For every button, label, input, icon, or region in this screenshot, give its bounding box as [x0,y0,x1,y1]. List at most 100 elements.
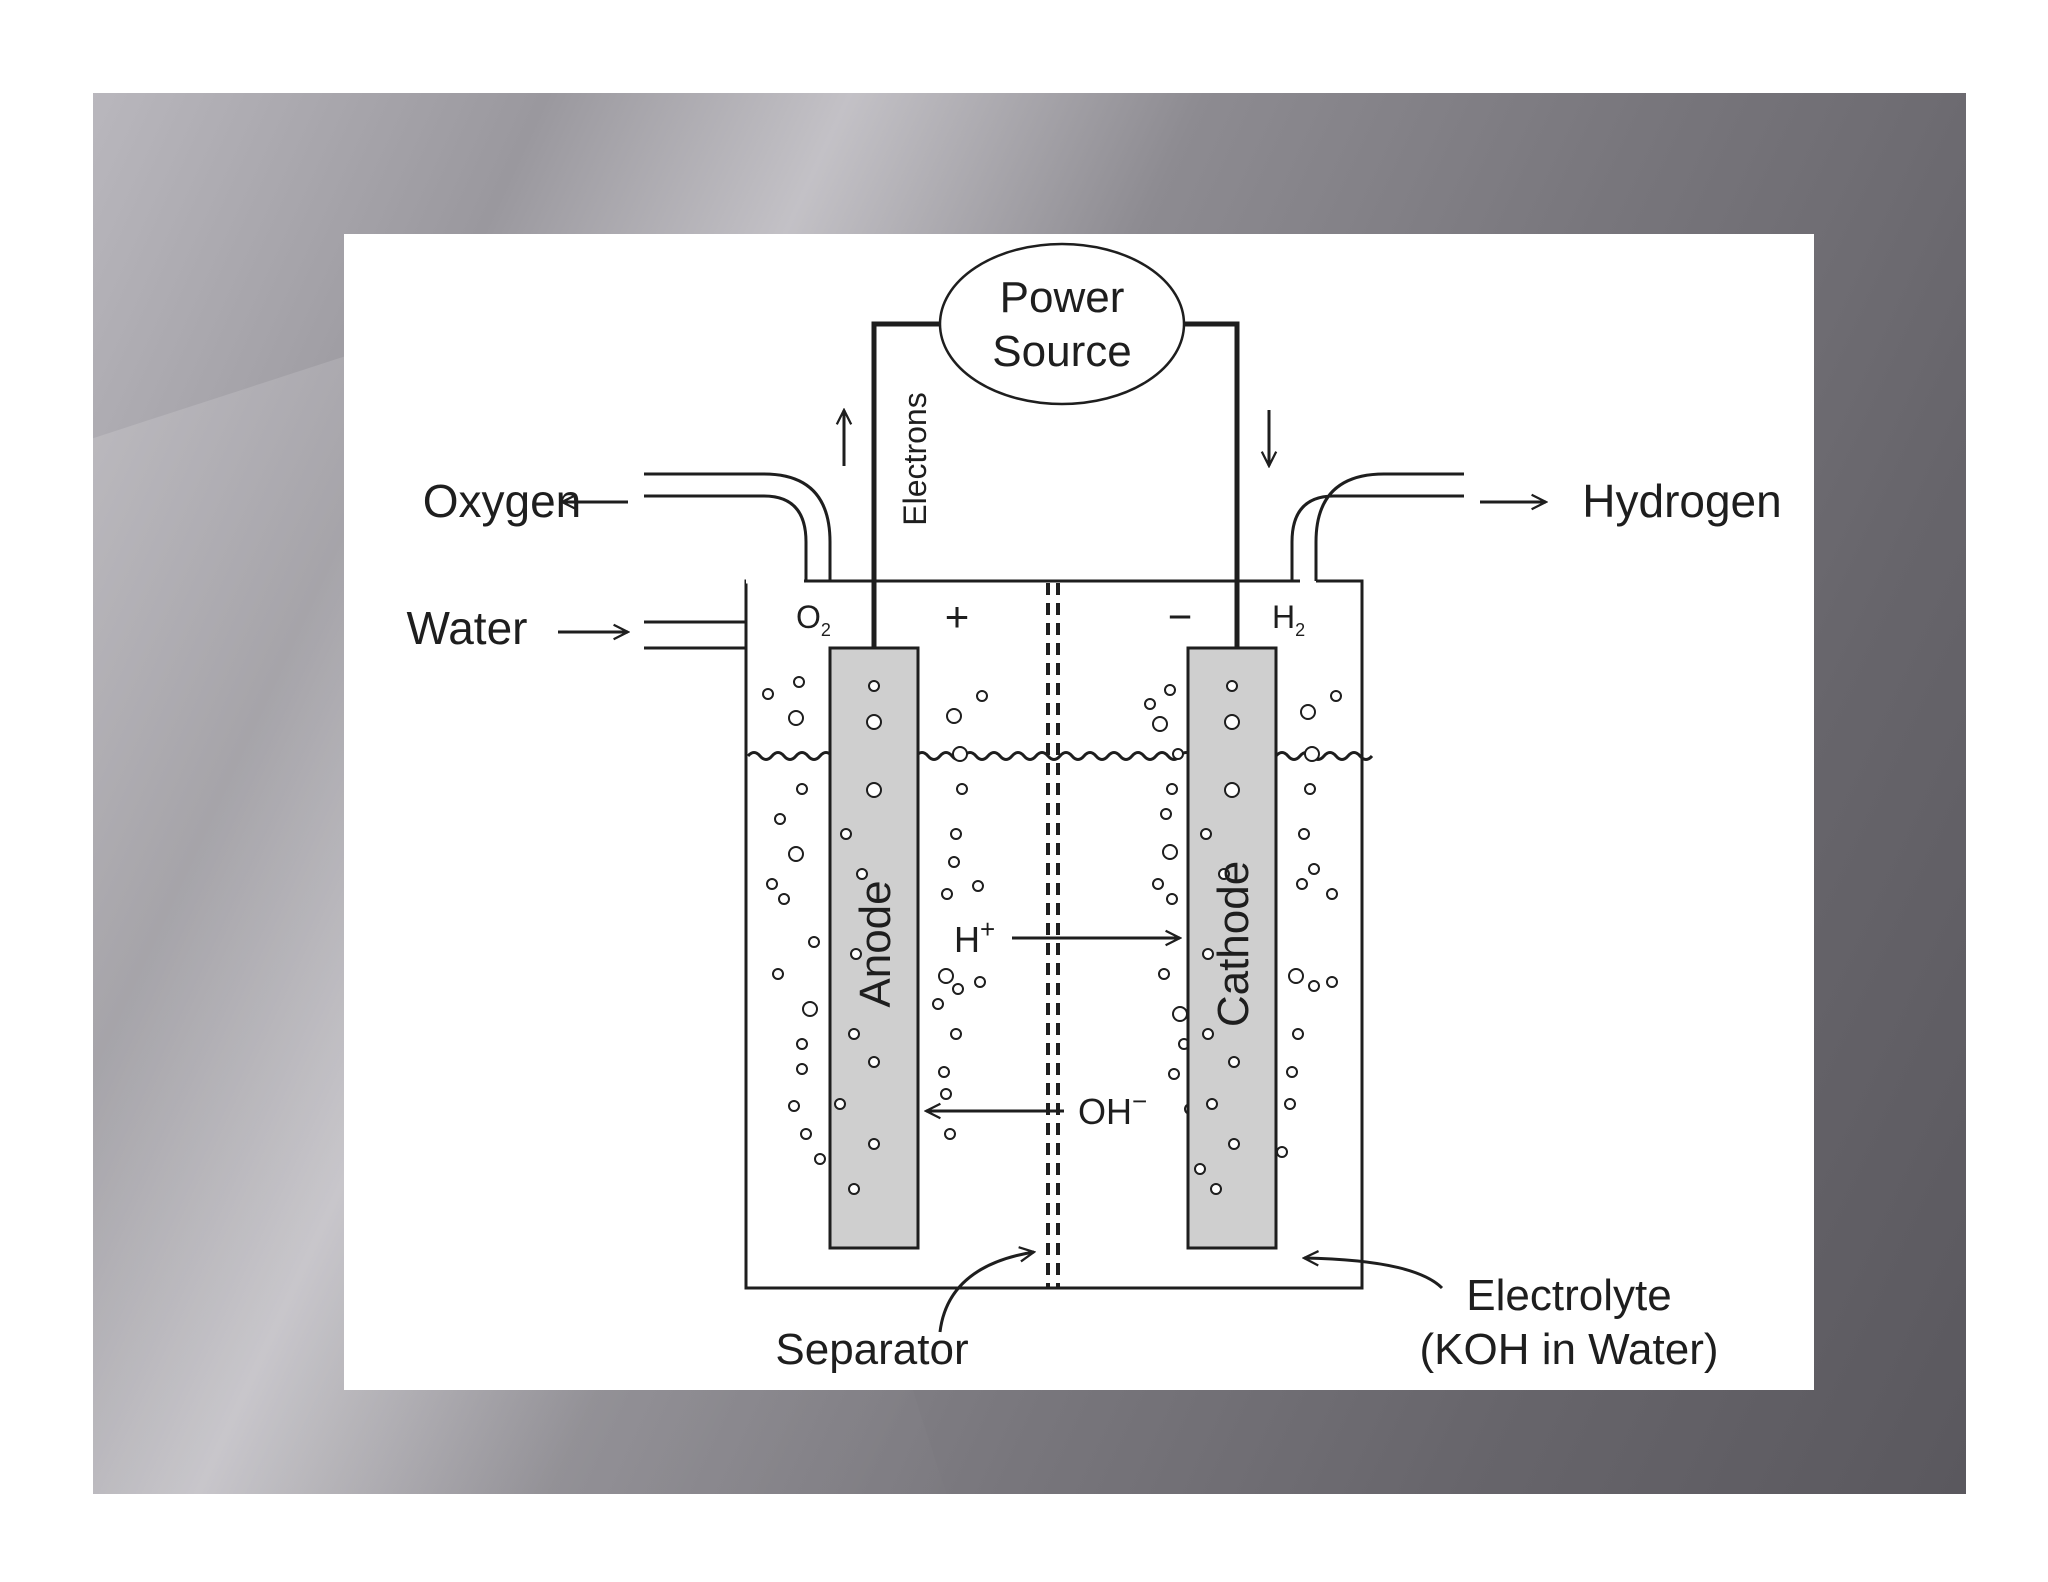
container-outline [744,579,1364,1290]
bubble [800,1128,812,1140]
bubble [850,948,862,960]
oh-ion-symbol: OH [1078,1091,1132,1132]
h-ion-symbol: H [954,919,980,960]
electrolyte-label-line1: Electrolyte [1466,1271,1671,1320]
bubble [778,893,790,905]
bubble [1224,782,1240,798]
bubble [950,828,962,840]
bubble [1218,868,1230,880]
oxygen-label: Oxygen [423,475,582,527]
bubble [948,856,960,868]
bubble [1144,698,1156,710]
bubble [1308,980,1320,992]
bubble [976,690,988,702]
bubble [1210,1183,1222,1195]
bubble [1158,968,1170,980]
power-source-label-line2: Source [992,327,1131,376]
power-source-label-line1: Power [1000,273,1125,322]
electrolyte-callout-arrow [1304,1258,1444,1290]
bubble [793,676,805,688]
bubble [946,708,962,724]
power-source-ellipse [938,242,1186,406]
bubble [938,968,954,984]
bubble [1228,1138,1240,1150]
bubble [866,714,882,730]
bubble [868,680,880,692]
minus-sign: − [1168,593,1193,640]
bubble [1152,878,1164,890]
oh-ion-superscript: − [1132,1086,1147,1116]
bubble [932,998,944,1010]
electrons-label: Electrons [897,392,933,525]
bubble [1160,808,1172,820]
bubble [952,983,964,995]
anode-label: Anode [851,880,900,1007]
h2-label: H2 [1272,599,1305,640]
bubble [1276,1146,1288,1158]
separator-callout-arrow [938,1252,1034,1333]
h-ion-label: H+ [954,914,995,960]
bubble [796,1063,808,1075]
bubble [762,688,774,700]
h-ion-superscript: + [980,914,995,944]
bubble [868,1138,880,1150]
bubble [1286,1066,1298,1078]
bubble [1326,976,1338,988]
hydrogen-label: Hydrogen [1582,475,1781,527]
bubble [1304,783,1316,795]
bubble [956,783,968,795]
water-label: Water [407,602,528,654]
cathode-wire [1182,321,1240,650]
bubble [856,868,868,880]
bubble [848,1183,860,1195]
bubble [868,1056,880,1068]
bubble [1166,783,1178,795]
bubble [1168,1068,1180,1080]
bubble [840,828,852,840]
bubble [802,1001,818,1017]
bubble [1166,893,1178,905]
bubble [1226,680,1238,692]
h2-symbol: H [1272,599,1295,635]
electrode-bubbles [834,680,1240,1195]
bubble [1202,948,1214,960]
water-pipe [644,620,746,650]
bubble [941,888,953,900]
electrolysis-diagram: Power Source Electrons Oxygen [344,234,1814,1390]
h2-subscript: 2 [1295,620,1305,640]
bubble [796,783,808,795]
bubble [1326,888,1338,900]
cathode-label: Cathode [1209,861,1258,1027]
bubble [1172,1006,1188,1022]
gas-bubbles [762,676,1342,1165]
bubble [1228,1056,1240,1068]
slide-background: Power Source Electrons Oxygen [93,93,1966,1494]
bubble [1152,716,1168,732]
bubble [1308,863,1320,875]
bubble [1288,968,1304,984]
o2-subscript: 2 [821,620,831,640]
bubble [766,878,778,890]
bubble [938,1066,950,1078]
bubble [848,1028,860,1040]
bubble [1200,828,1212,840]
bubble [1330,690,1342,702]
bubble [1162,844,1178,860]
bubble [1206,1098,1218,1110]
bubble [944,1128,956,1140]
plus-sign: + [945,593,970,640]
bubble [788,846,804,862]
hydrogen-pipe [1290,472,1464,581]
bubble [1296,878,1308,890]
bubble [950,1028,962,1040]
bubble [774,813,786,825]
bubble [796,1038,808,1050]
bubble [1164,684,1176,696]
bubble [1300,704,1316,720]
bubble [972,880,984,892]
bubble [788,710,804,726]
bubble [974,976,986,988]
bubble [866,782,882,798]
oxygen-pipe [644,472,832,581]
